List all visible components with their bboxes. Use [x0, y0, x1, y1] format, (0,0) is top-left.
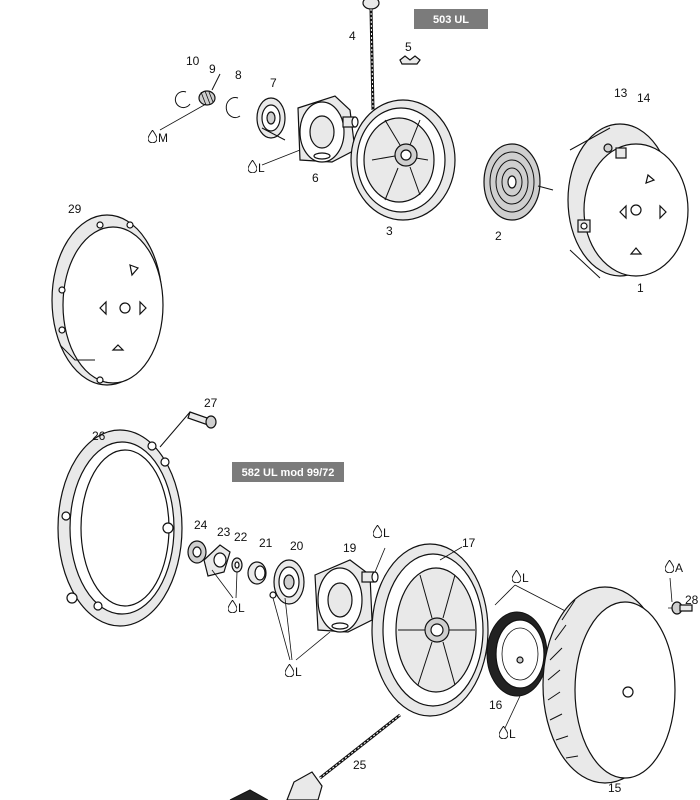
part-number-6: 6: [312, 171, 319, 185]
lube-l-marker-23: L: [228, 600, 245, 615]
part-19-starter-cup: [314, 547, 386, 633]
badge-503-ul: 503 UL: [414, 9, 488, 29]
part-number-16: 16: [489, 698, 503, 712]
part-number-8: 8: [235, 68, 242, 82]
lube-l-label: L: [238, 601, 245, 615]
lube-m-marker: M: [148, 130, 168, 145]
part-25-starter-rope: [229, 713, 401, 800]
part-number-26: 26: [92, 429, 106, 443]
part-number-13: 13: [614, 86, 628, 100]
oil-drop-icon: [228, 600, 237, 613]
part-number-22: 22: [234, 530, 248, 544]
part-number-29: 29: [68, 202, 82, 216]
lube-l-label: L: [295, 665, 302, 679]
badge-582-ul: 582 UL mod 99/72: [232, 462, 344, 482]
leader-lines-lube-l: [272, 597, 331, 661]
lube-l-label: L: [383, 526, 390, 540]
part-number-3: 3: [386, 224, 393, 238]
part-29-mounting-plate: [51, 214, 164, 386]
part-8-clip: [225, 97, 241, 118]
part-number-5: 5: [405, 40, 412, 54]
part-20-spring-cap: [269, 559, 305, 605]
lube-l-marker-19: L: [373, 525, 390, 540]
part-22-small-washer: [231, 557, 243, 599]
lube-l-label: L: [522, 571, 529, 585]
part-24-washer: [187, 540, 207, 564]
part-15-starter-housing: [542, 586, 685, 784]
oil-drop-icon: [148, 130, 157, 143]
part-number-10: 10: [186, 54, 200, 68]
part-27-bolt: [187, 411, 217, 429]
lube-l-label: L: [509, 727, 516, 741]
part-number-28: 28: [685, 593, 699, 607]
part-3-rope-pulley: [350, 99, 456, 221]
part-number-17: 17: [462, 536, 476, 550]
part-10-circlip: [174, 91, 191, 108]
part-5-pawl: [399, 55, 421, 65]
oil-drop-icon: [373, 525, 382, 538]
part-16-recoil-spring: [486, 611, 548, 729]
part-number-19: 19: [343, 541, 357, 555]
part-number-7: 7: [270, 76, 277, 90]
lube-l-marker-6: L: [248, 160, 265, 175]
lube-a-marker: A: [665, 560, 683, 575]
oil-drop-icon: [248, 160, 257, 173]
lube-l-marker-16: L: [499, 726, 516, 741]
part-21-sleeve: [247, 561, 267, 585]
part-2-recoil-spring: [483, 143, 554, 221]
lube-l-label: L: [258, 161, 265, 175]
part-number-27: 27: [204, 396, 218, 410]
part-number-2: 2: [495, 229, 502, 243]
oil-drop-icon: [499, 726, 508, 739]
part-number-24: 24: [194, 518, 208, 532]
oil-drop-icon: [665, 560, 674, 573]
part-number-20: 20: [290, 539, 304, 553]
part-number-21: 21: [259, 536, 273, 550]
part-number-1: 1: [637, 281, 644, 295]
oil-drop-icon: [285, 664, 294, 677]
part-6-starter-cup: [261, 95, 359, 166]
part-number-25: 25: [353, 758, 367, 772]
part-number-4: 4: [349, 29, 356, 43]
part-17-rope-pulley: [371, 543, 489, 717]
part-7-spring-cap: [256, 97, 286, 141]
part-4-starter-rope: [362, 0, 380, 111]
badge-582-ul-text: 582 UL mod 99/72: [242, 467, 335, 479]
part-number-9: 9: [209, 62, 216, 76]
lube-a-label: A: [675, 561, 683, 575]
lube-l-marker-17: L: [512, 570, 529, 585]
part-26-adapter-ring: [57, 411, 191, 627]
oil-drop-icon: [512, 570, 521, 583]
lube-m-label: M: [158, 131, 168, 145]
part-1-starter-housing: [567, 123, 689, 279]
badge-503-ul-text: 503 UL: [433, 14, 469, 26]
part-number-14: 14: [637, 91, 651, 105]
part-number-23: 23: [217, 525, 231, 539]
part-number-15: 15: [608, 781, 622, 795]
part-23-bushing: [203, 544, 234, 599]
part-9-spring-screw: [159, 73, 221, 131]
leader-lines-lube-l-upper: [494, 584, 576, 617]
lube-l-marker-20: L: [285, 664, 302, 679]
part-28-screw: [669, 577, 693, 615]
